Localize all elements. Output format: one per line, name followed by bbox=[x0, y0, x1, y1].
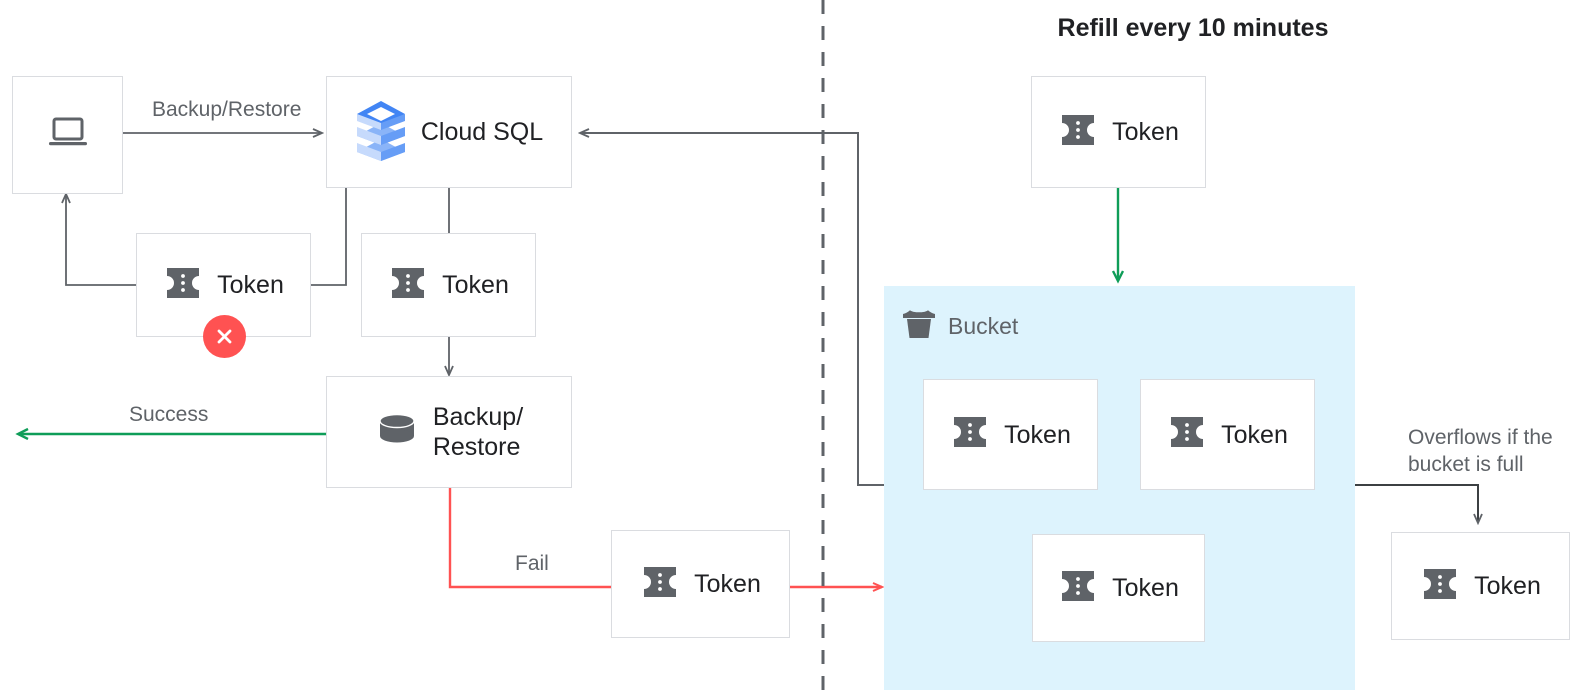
node-label-backup-restore: Backup/ Restore bbox=[432, 403, 524, 461]
node-label-token: Token bbox=[1004, 420, 1071, 449]
node-backup-restore[interactable]: Backup/ Restore bbox=[326, 376, 572, 488]
close-icon bbox=[217, 329, 232, 344]
node-label-token: Token bbox=[442, 271, 509, 299]
node-label-token: Token bbox=[1112, 574, 1179, 602]
edge-bucket-overflow bbox=[1355, 484, 1478, 523]
node-bucket-token-2[interactable]: Token bbox=[1140, 379, 1315, 490]
token-icon bbox=[640, 565, 680, 604]
edge-token-to-client bbox=[66, 194, 136, 286]
edge-fail-to-token bbox=[448, 488, 611, 589]
node-token-refill[interactable]: Token bbox=[1031, 76, 1206, 188]
error-x-badge bbox=[203, 315, 246, 358]
node-label-token: Token bbox=[217, 271, 284, 299]
edge-label-success: Success bbox=[129, 403, 209, 426]
token-icon bbox=[950, 415, 990, 454]
token-icon bbox=[163, 266, 203, 305]
edge-label-overflow: Overflows if the bucket is full bbox=[1408, 426, 1553, 477]
token-icon bbox=[1420, 567, 1460, 606]
token-icon bbox=[388, 266, 428, 305]
edge-label-backup-restore: Backup/Restore bbox=[152, 98, 302, 121]
node-token-fail-return[interactable]: Token bbox=[611, 530, 790, 638]
node-label-token: Token bbox=[694, 570, 761, 598]
token-icon bbox=[1058, 113, 1098, 152]
edge-label-fail: Fail bbox=[515, 552, 549, 575]
node-label-token: Token bbox=[1112, 118, 1179, 146]
page-title: Refill every 10 minutes bbox=[1057, 14, 1329, 42]
node-cloud-sql[interactable]: Cloud SQL bbox=[326, 76, 572, 188]
edge-bucket-to-cloudsql bbox=[580, 133, 884, 486]
edge-cloudsql-to-token-fail bbox=[311, 188, 347, 286]
node-label-token: Token bbox=[1221, 420, 1288, 449]
bucket-icon bbox=[902, 308, 936, 345]
token-icon bbox=[1058, 569, 1098, 608]
bucket-header: Bucket bbox=[902, 308, 1018, 345]
node-token-consume[interactable]: Token bbox=[361, 233, 536, 337]
laptop-icon bbox=[47, 115, 89, 156]
token-icon bbox=[1167, 415, 1207, 454]
node-bucket-token-3[interactable]: Token bbox=[1032, 534, 1205, 642]
bucket-label: Bucket bbox=[948, 313, 1019, 339]
cloud-sql-icon bbox=[355, 99, 407, 166]
node-label-token: Token bbox=[1474, 572, 1541, 600]
node-token-overflow[interactable]: Token bbox=[1391, 532, 1570, 640]
node-client[interactable] bbox=[12, 76, 123, 194]
database-icon bbox=[375, 411, 419, 454]
node-bucket-token-1[interactable]: Token bbox=[923, 379, 1098, 490]
node-label-cloud-sql: Cloud SQL bbox=[420, 118, 544, 146]
